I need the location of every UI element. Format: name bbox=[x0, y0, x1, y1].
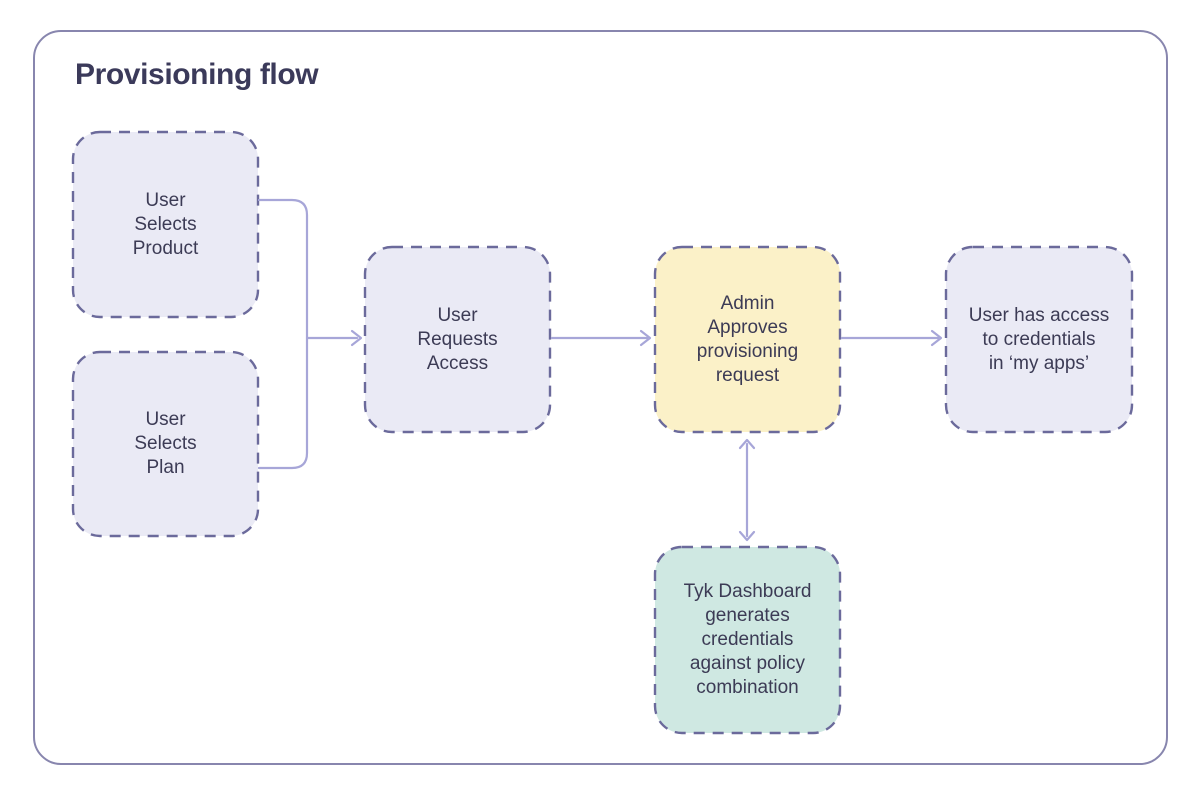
node-box-user-selects-plan bbox=[71, 350, 260, 538]
node-box-user-requests-access bbox=[363, 245, 552, 434]
node-box-user-has-access bbox=[944, 245, 1134, 434]
node-box-admin-approves bbox=[653, 245, 842, 434]
edge-approves-tyk-arrowhead-down bbox=[738, 530, 756, 542]
edge-approves-tyk-arrowhead-up bbox=[738, 438, 756, 450]
edge-requests-to-approves-arrowhead bbox=[639, 329, 652, 347]
edge-approves-to-access-arrowhead bbox=[930, 329, 943, 347]
edge-merge-selects-to-requests bbox=[257, 198, 309, 470]
edge-merge-branch-arrowhead bbox=[350, 329, 363, 347]
node-box-user-selects-product bbox=[71, 130, 260, 319]
node-box-tyk-dashboard bbox=[653, 545, 842, 735]
diagram-title: Provisioning flow bbox=[75, 58, 319, 91]
diagram-frame bbox=[33, 30, 1168, 765]
